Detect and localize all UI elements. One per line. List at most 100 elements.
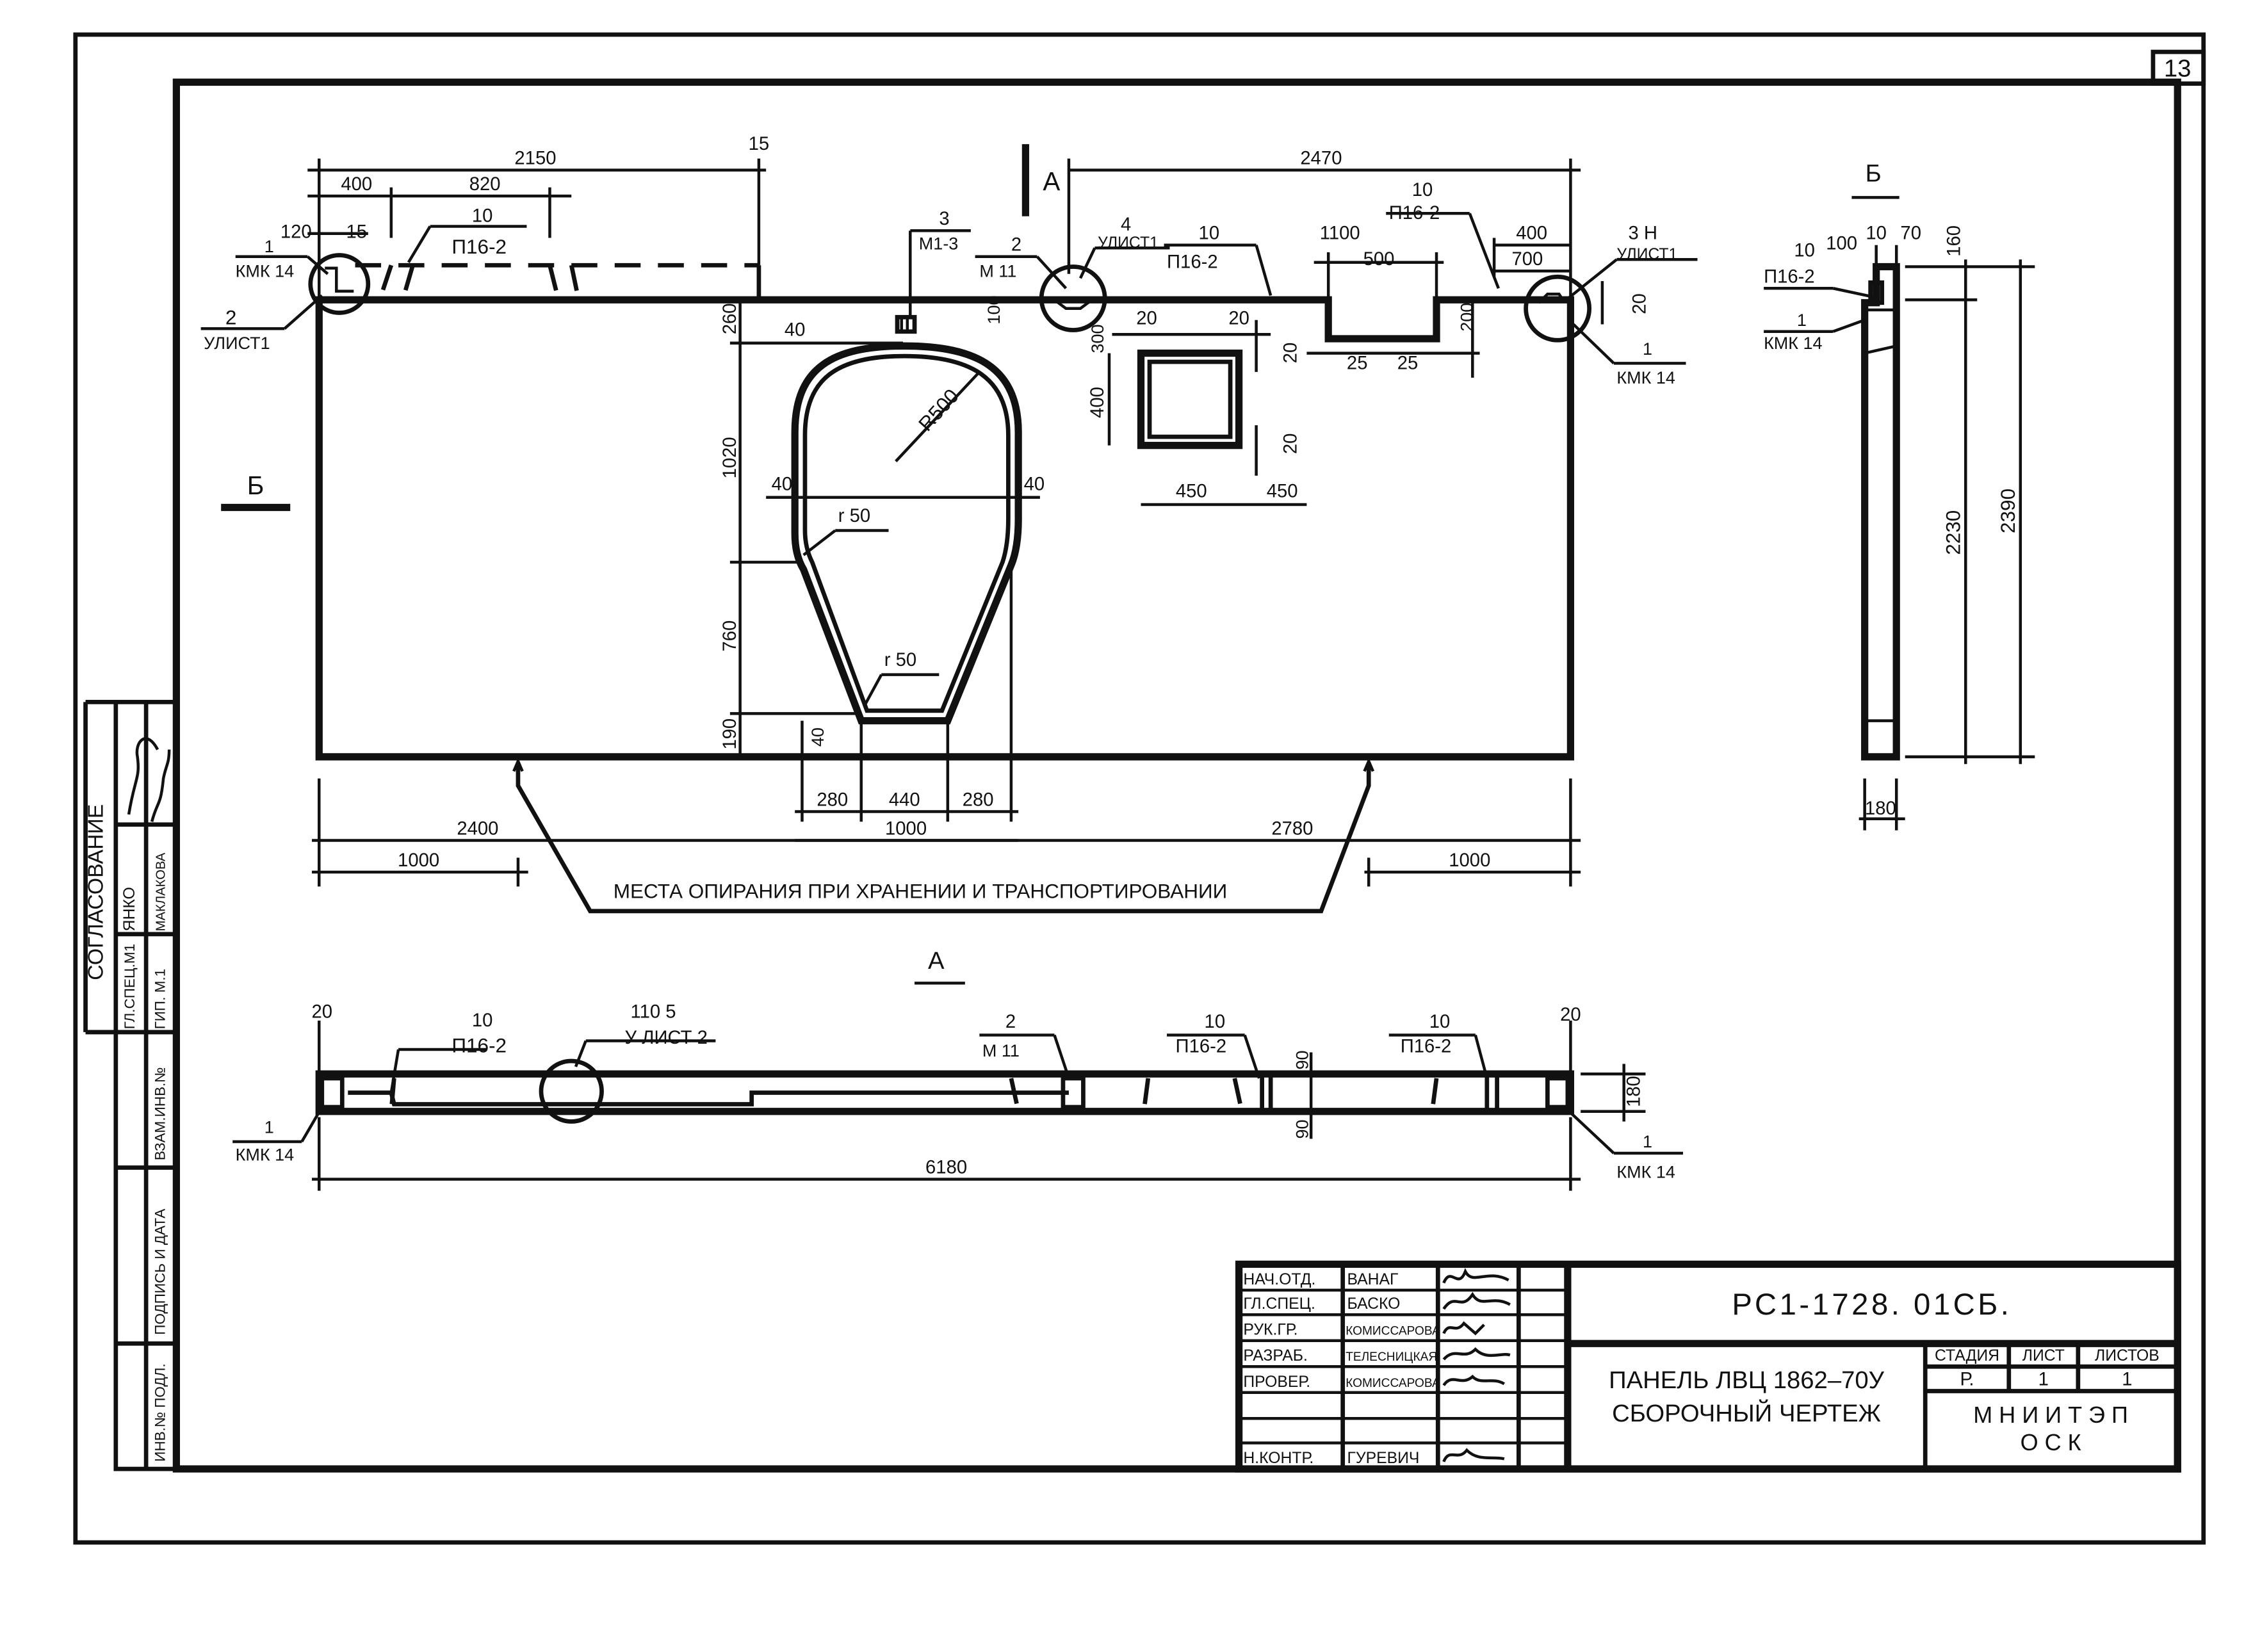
dim-win-300: 300 [1088,325,1107,353]
sheet-value: 1 [2038,1370,2049,1390]
view-a-kmk14-left-num: 1 [264,1118,274,1137]
panel-name: ПАНЕЛЬ ЛВЦ 1862–70У [1609,1366,1885,1394]
view-b-dim-100: 100 [1826,233,1857,254]
view-a-dim-6180: 6180 [925,1158,967,1178]
view-b-dim-70: 70 [1900,223,1921,244]
view-a-p16-3-label: П16-2 [1401,1036,1452,1057]
view-a-ulist2-label: У ЛИСТ 2 [625,1028,708,1048]
view-a: А 20 [232,947,1684,1191]
sheets-header: ЛИСТОВ [2095,1347,2159,1365]
callout-ulist-mid-num: 4 [1121,215,1131,235]
view-a-p16-3-num: 10 [1429,1012,1451,1032]
tb-role-1: ГЛ.СПЕЦ. [1243,1295,1315,1313]
dim-win-25-a: 25 [1347,353,1368,373]
dim-500: 500 [1363,249,1395,270]
callout-p16-mid-num: 10 [1199,223,1220,244]
dim-40-b: 40 [772,474,793,494]
dim-190: 190 [720,718,740,750]
view-a-dim-20-right: 20 [1560,1005,1581,1025]
callout-ulist-right-label: УЛИСТ1 [1616,246,1677,263]
dim-win-400: 400 [1087,387,1108,418]
tb-name-4: КОМИССАРОВА [1346,1377,1440,1390]
vzam-label: ВЗАМ.ИНВ.№ [152,1067,168,1161]
dim-win-20-d: 20 [1281,433,1301,455]
callout-p16-right-num: 10 [1412,180,1433,200]
inv-label: ИНВ.№ ПОДЛ. [152,1363,168,1462]
view-a-dim-180: 180 [1623,1076,1644,1107]
view-a-detail-circle [539,1058,604,1124]
tb-role-4: ПРОВЕР. [1243,1373,1310,1391]
dim-15-a: 15 [346,222,368,242]
callout-p16-top-label: П16-2 [451,235,507,258]
callout-p16-top-num: 10 [472,206,493,227]
support-note: МЕСТА ОПИРАНИЯ ПРИ ХРАНЕНИИ И ТРАНСПОРТИ… [614,880,1227,903]
tb-role-2: РУК.ГР. [1243,1322,1297,1339]
callout-ulist-right-num: 3 Н [1628,223,1657,244]
view-a-p16-1-num: 10 [472,1010,493,1031]
view-a-title: А [928,947,945,975]
dim-15-b: 15 [749,134,770,154]
view-a-outline [315,1070,1575,1115]
view-b-dim-2230: 2230 [1941,510,1964,555]
callout-kmk14-right-num: 1 [1643,339,1652,359]
view-b-p16-num: 10 [1794,241,1815,261]
main-panel-view: МЕСТА ОПИРАНИЯ ПРИ ХРАНЕНИИ И ТРАНСПОРТИ… [200,134,1698,914]
dim-win-25-b: 25 [1397,353,1419,373]
side-stamp: СОГЛАСОВАНИЕ ГЛ.СПЕЦ.М1 ЯНКО ГИП. М.1 МА… [83,700,179,1471]
drawing-type: СБОРОЧНЫЙ ЧЕРТЕЖ [1612,1398,1881,1427]
sheet-number-box [2151,49,2206,86]
detail-circle-left [308,253,371,315]
org-line1: М Н И И Т Э П [1973,1402,2128,1428]
view-a-m11-label: М 11 [982,1041,1020,1060]
callout-kmk14-left-label: КМК 14 [236,261,294,280]
view-b-p16-label: П16-2 [1764,266,1815,287]
dim-1000-right: 1000 [1449,850,1490,871]
view-a-ulist2-num: 110 5 [631,1001,676,1022]
view-a-kmk14-right-num: 1 [1643,1132,1652,1151]
dim-2400: 2400 [457,819,498,839]
tb-name-2: КОМИССАРОВА [1346,1325,1440,1338]
callout-ulist-mid-label: УЛИСТ1 [1098,234,1159,252]
tb-role-0: НАЧ.ОТД. [1243,1271,1315,1288]
stamp-row2-role: ГИП. М.1 [152,969,168,1030]
view-b-dim-10: 10 [1866,223,1887,244]
view-b-kmk14-num: 1 [1797,311,1807,330]
stamp-row2-name: МАКЛАКОВА [154,852,168,931]
tb-name-6: ГУРЕВИЧ [1347,1450,1419,1467]
sheet-number: 13 [2164,54,2192,82]
detail-circle-mid [1039,264,1107,332]
panel-window [1137,349,1243,449]
doc-code: РС1-1728. 01СБ. [1732,1288,2012,1322]
support-outline [516,764,1371,914]
callout-m13-label: М1-3 [919,234,959,253]
dim-1000-mid: 1000 [885,819,927,839]
view-b-dim-2390: 2390 [1996,489,2019,533]
outer-frame [73,32,2206,1545]
dim-r50-a: r 50 [838,506,870,526]
dim-win-450-b: 450 [1267,482,1298,502]
view-b: Б 100 10 70 160 2230 2390 180 10 П16-2 [1764,160,2035,830]
dim-40-c: 40 [1024,474,1045,494]
dim-280-a: 280 [817,790,848,810]
view-a-p16-1-label: П16-2 [451,1033,507,1057]
view-a-dim-90-b: 90 [1293,1119,1312,1138]
callout-p16-right-label: П16-2 [1389,203,1440,223]
callout-kmk14-left-num: 1 [264,237,274,256]
detail-circle-right [1524,274,1592,343]
dim-2150: 2150 [514,149,556,169]
tb-name-1: БАСКО [1347,1295,1400,1313]
view-b-kmk14-label: КМК 14 [1764,334,1822,353]
tb-role-6: Н.КОНТР. [1243,1450,1314,1467]
callout-kmk14-right-label: КМК 14 [1616,368,1675,387]
dim-win-450-a: 450 [1176,482,1207,502]
dim-120: 120 [281,222,312,242]
sheet-header: ЛИСТ [2022,1347,2065,1365]
dim-400-left: 400 [341,174,372,195]
section-b-marker: Б [247,471,264,500]
dim-r50-b: r 50 [884,650,916,670]
dim-win-20-e: 20 [1629,293,1650,314]
view-a-m11-num: 2 [1005,1012,1016,1032]
view-a-dim-90-a: 90 [1293,1050,1312,1069]
tb-name-3: ТЕЛЕСНИЦКАЯ [1346,1350,1437,1364]
